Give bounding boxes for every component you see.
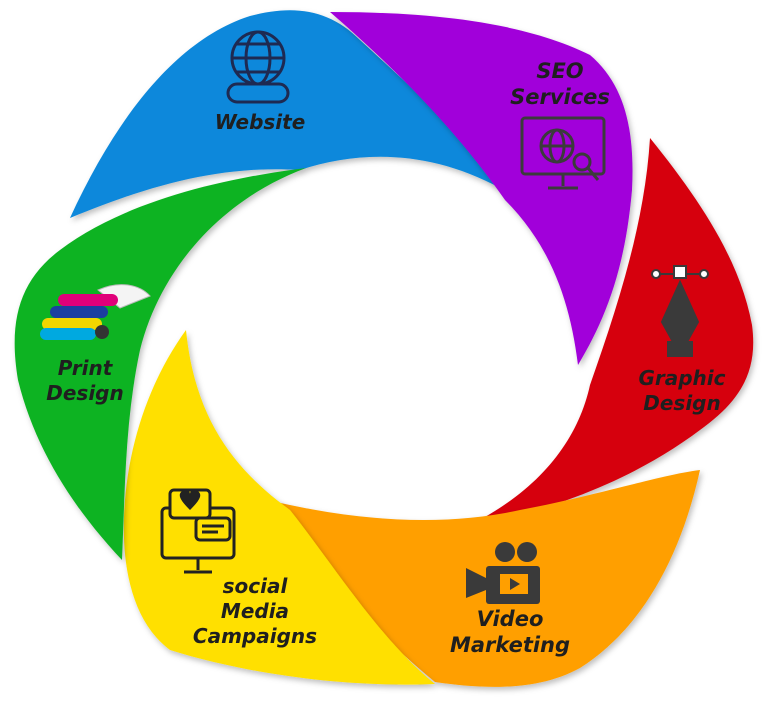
segment-graphic [470, 138, 754, 525]
label-social-line: Campaigns [192, 624, 318, 648]
pen-nib-vector-icon [651, 265, 709, 357]
label-video: Video Marketing [430, 606, 590, 659]
label-website-line: Website [214, 110, 306, 134]
label-seo-line: Services [510, 85, 610, 110]
printer-rolls-icon [40, 284, 151, 340]
label-video-line: Video [476, 607, 544, 631]
label-video-line: Marketing [449, 633, 571, 658]
label-graphic: Graphic Design [612, 366, 752, 416]
segment-social [123, 330, 435, 685]
label-seo: SEO Services [490, 58, 630, 111]
globe-www-icon [226, 30, 290, 104]
label-print-line: Design [46, 381, 124, 405]
segment-print [14, 168, 306, 560]
monitor-globe-search-icon [520, 116, 606, 190]
label-social: social Media Campaigns [170, 574, 340, 649]
label-print: Print Design [20, 356, 150, 406]
label-website: Website [180, 110, 340, 135]
label-graphic-line: Graphic [638, 366, 726, 390]
label-social-line: Media [220, 599, 290, 623]
label-print-line: Print [57, 356, 113, 380]
video-camera-icon [466, 542, 540, 604]
label-seo-line: SEO [536, 59, 584, 83]
monitor-chat-heart-icon [160, 488, 236, 574]
segment-seo [330, 12, 633, 365]
label-social-line: social [222, 574, 288, 598]
label-graphic-line: Design [643, 391, 721, 415]
segment-website [70, 10, 500, 218]
